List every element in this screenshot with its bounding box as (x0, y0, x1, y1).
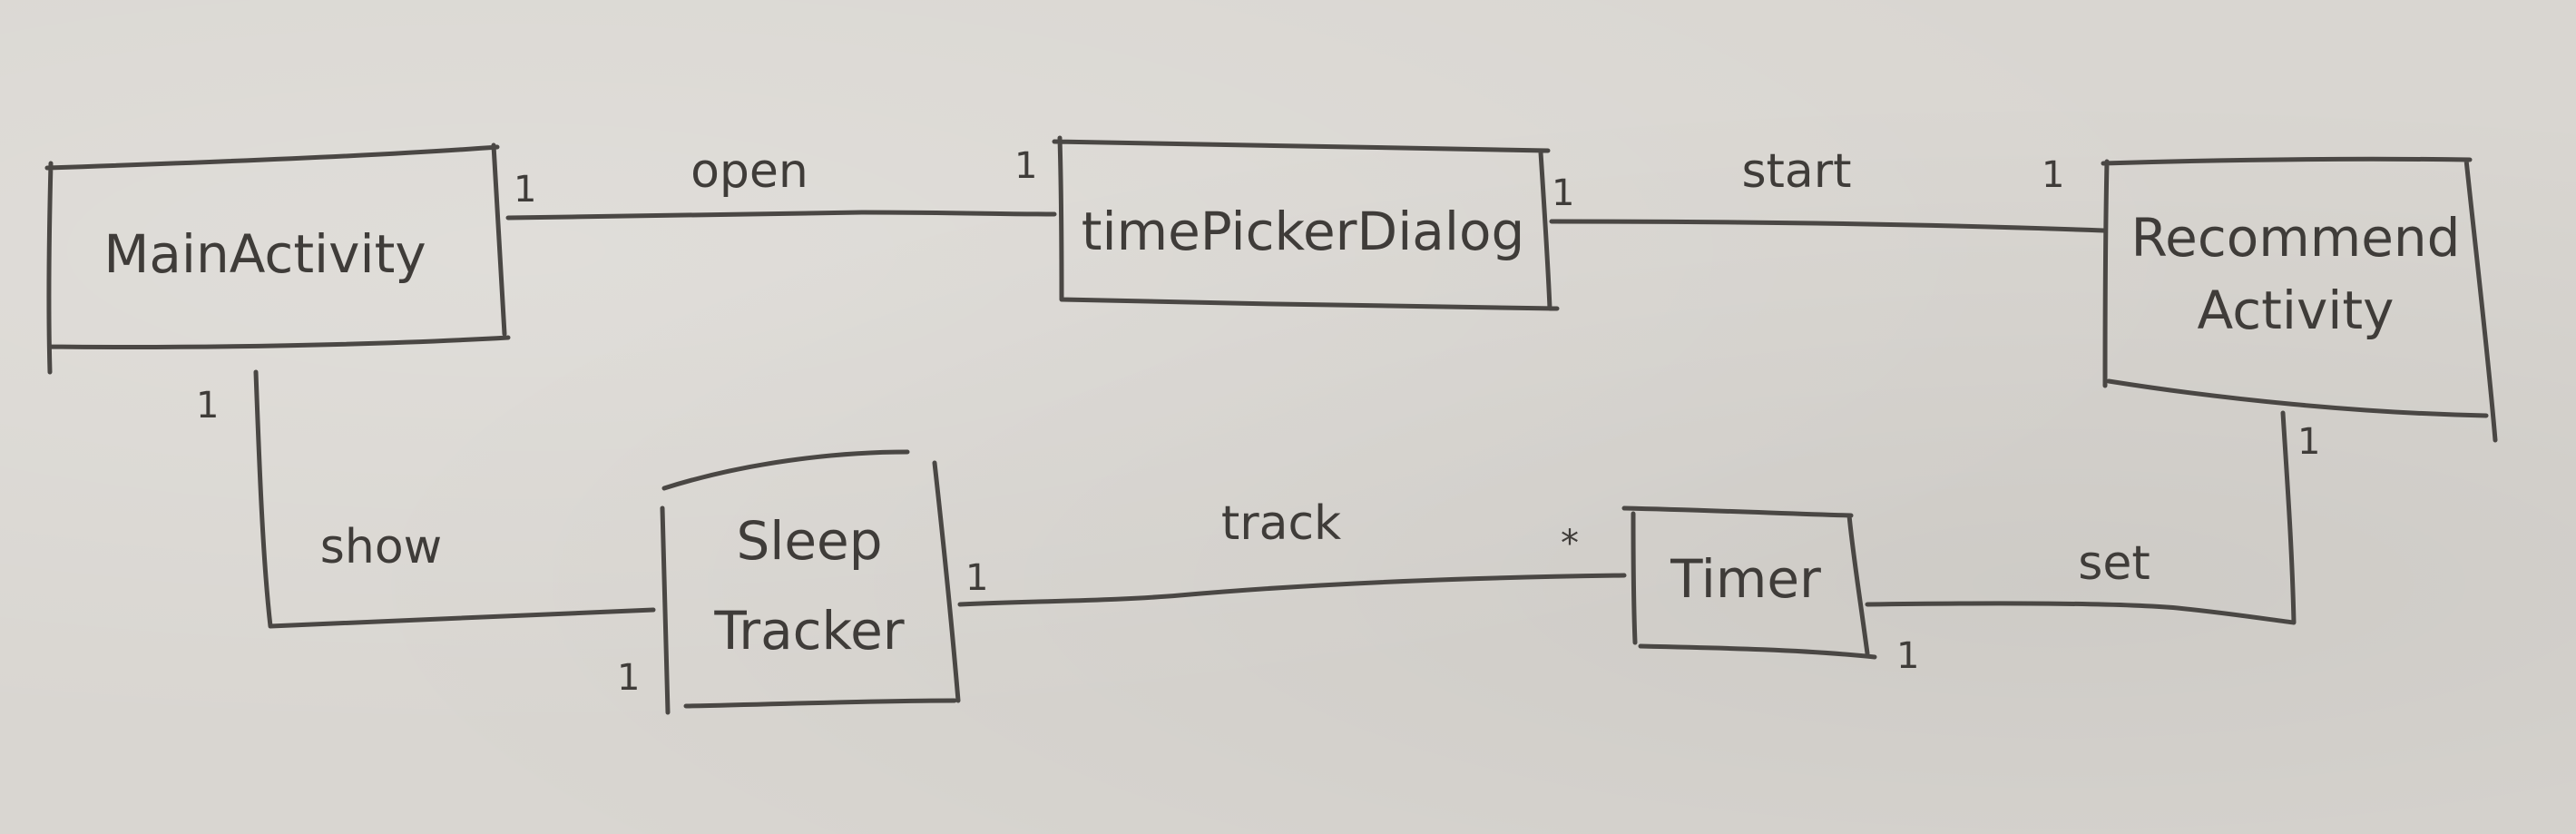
multiplicity-track-sleep: 1 (965, 557, 988, 599)
multiplicity-start-recommend: 1 (2042, 154, 2064, 196)
class-name-recommend-line2: Activity (2198, 280, 2395, 341)
class-time-picker-dialog: timePickerDialog (1052, 135, 1560, 311)
association-set-line (1865, 410, 2297, 625)
class-timer: Timer (1621, 505, 1877, 660)
association-label-start: start (1741, 144, 1851, 199)
class-box-time-picker-dialog (1052, 135, 1560, 311)
multiplicity-show-sleep: 1 (617, 657, 640, 699)
multiplicity-set-timer: 1 (1896, 635, 1919, 677)
association-show-line (253, 369, 656, 629)
class-name-timer: Timer (1670, 548, 1821, 610)
association-track-line (957, 573, 1627, 607)
class-name-sleep-line1: Sleep (736, 510, 882, 572)
association-label-set: set (2078, 536, 2150, 591)
class-box-sleep-tracker (660, 449, 961, 715)
multiplicity-start-dialog: 1 (1552, 172, 1574, 214)
multiplicity-show-main: 1 (196, 385, 219, 427)
class-box-recommend-activity (2101, 156, 2498, 443)
multiplicity-open-dialog: 1 (1014, 145, 1037, 187)
association-start-line (1549, 219, 2106, 233)
class-recommend-activity: Recommend Activity (2101, 156, 2498, 443)
class-name-recommend-line1: Recommend (2130, 207, 2460, 269)
multiplicity-track-timer: * (1561, 523, 1579, 564)
class-main-activity: MainActivity (44, 142, 511, 375)
class-box-timer (1621, 505, 1877, 660)
association-label-track: track (1221, 496, 1341, 551)
multiplicity-set-recommend: 1 (2297, 421, 2320, 463)
association-label-open: open (691, 144, 808, 199)
class-sleep-tracker: Sleep Tracker (660, 449, 961, 715)
association-label-show: show (320, 520, 442, 574)
multiplicity-open-main: 1 (514, 169, 536, 211)
class-name-main-activity: MainActivity (103, 223, 426, 285)
class-name-time-picker-dialog: timePickerDialog (1082, 201, 1525, 262)
association-open-line (505, 210, 1057, 221)
class-box-main-activity (44, 142, 511, 375)
class-name-tracker-line2: Tracker (713, 600, 904, 662)
